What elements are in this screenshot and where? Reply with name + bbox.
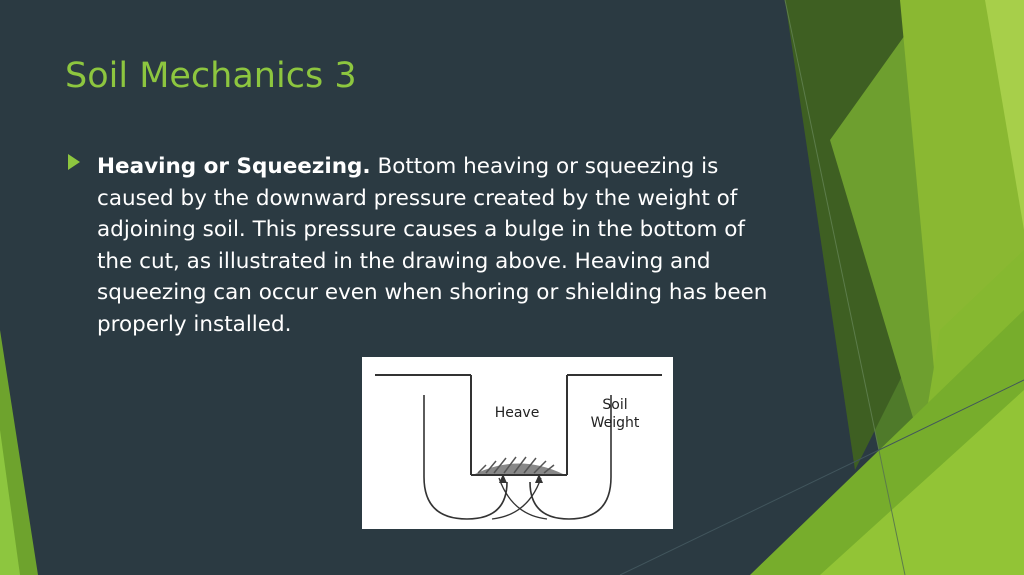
slide-title: Soil Mechanics 3	[65, 56, 357, 96]
bullet-heading: Heaving or Squeezing.	[97, 154, 371, 179]
bullet-text: Heaving or Squeezing. Bottom heaving or …	[97, 151, 777, 340]
heave-label: Heave	[495, 405, 540, 421]
bullet-body: Bottom heaving or squeezing is caused by…	[97, 154, 768, 337]
soil-label: Soil	[602, 397, 627, 413]
heaving-diagram: Heave Soil Weight	[362, 357, 673, 529]
weight-label: Weight	[591, 415, 640, 431]
triangle-right-icon	[68, 154, 80, 170]
